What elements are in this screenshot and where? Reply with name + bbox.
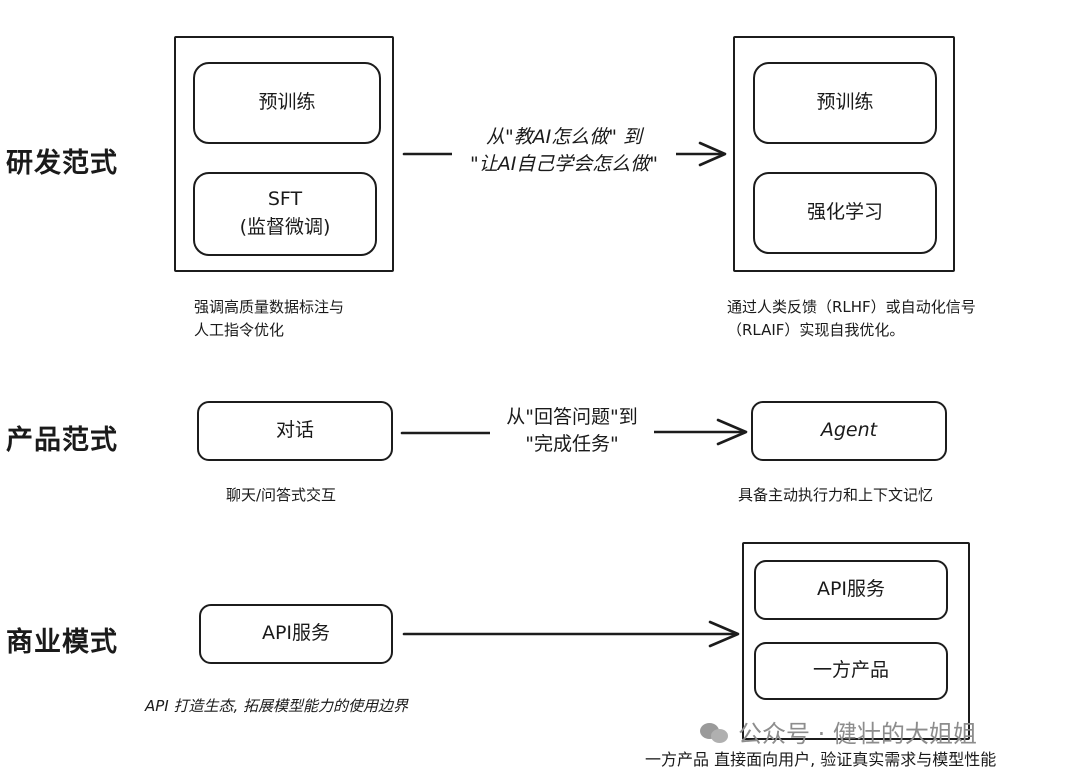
node-pretrain-right-label: 预训练 [816,91,874,114]
node-api-left: API服务 [199,604,393,664]
rd-right-frame [733,36,955,272]
product-right-note: 具备主动执行力和上下文记忆 [738,486,934,504]
node-pretrain-right: 预训练 [753,62,937,144]
wechat-icon [700,721,730,743]
rd-left-note: 强调高质量数据标注与 人工指令优化 [194,296,344,343]
node-api-left-label: API服务 [261,622,331,645]
node-sft-sublabel: (监督微调) [239,216,331,238]
node-first-party: 一方产品 [754,642,948,700]
row-label-rd: 研发范式 [6,148,118,179]
edge-rd-label-line1: 从"教AI怎么做" 到 [485,126,643,148]
business-right-note: 一方产品 直接面向用户, 验证真实需求与模型性能 [645,750,997,769]
rd-left-note-line1: 强调高质量数据标注与 [194,298,345,316]
rd-left-note-line2: 人工指令优化 [194,321,285,340]
node-agent-label: Agent [820,419,878,442]
edge-product-label-line1: 从"回答问题"到 [506,406,638,428]
edge-product-label: 从"回答问题"到 "完成任务" [490,404,654,458]
rd-right-note: 通过人类反馈（RLHF）或自动化信号 （RLAIF）实现自我优化。 [727,296,976,343]
edge-product-arrowhead [716,418,748,446]
node-api-right-label: API服务 [816,578,886,601]
node-api-right: API服务 [754,560,948,620]
node-sft: SFT (监督微调) [193,172,377,256]
edge-business-arrowhead [708,620,740,648]
edge-rd-arrowhead [698,141,727,167]
business-left-note: API 打造生态, 拓展模型能力的使用边界 [145,697,409,715]
product-left-note: 聊天/问答式交互 [226,486,337,504]
node-first-party-label: 一方产品 [812,659,889,682]
node-agent: Agent [751,401,947,461]
node-rl-label: 强化学习 [806,201,883,224]
edge-rd-label-line2: "让AI自己学会怎么做" [469,152,659,175]
rd-right-note-line2: （RLAIF）实现自我优化。 [727,321,905,340]
node-dialog: 对话 [197,401,393,461]
edge-product-line [400,430,746,435]
node-dialog-label: 对话 [275,419,314,442]
edge-rd-label: 从"教AI怎么做" 到 "让AI自己学会怎么做" [452,124,676,178]
node-sft-label: SFT [267,188,303,211]
rd-right-note-line1: 通过人类反馈（RLHF）或自动化信号 [727,298,976,316]
node-pretrain-left-label: 预训练 [258,91,316,114]
edge-product-label-line2: "完成任务" [525,432,619,455]
business-right-frame [742,542,970,740]
node-pretrain-left: 预训练 [193,62,381,144]
node-rl: 强化学习 [753,172,937,254]
rd-left-frame [174,36,394,272]
row-label-business: 商业模式 [6,627,118,658]
row-label-product: 产品范式 [6,425,118,456]
watermark: 公众号 · 健壮的大姐姐 [700,714,977,749]
watermark-text: 公众号 · 健壮的大姐姐 [738,720,977,748]
